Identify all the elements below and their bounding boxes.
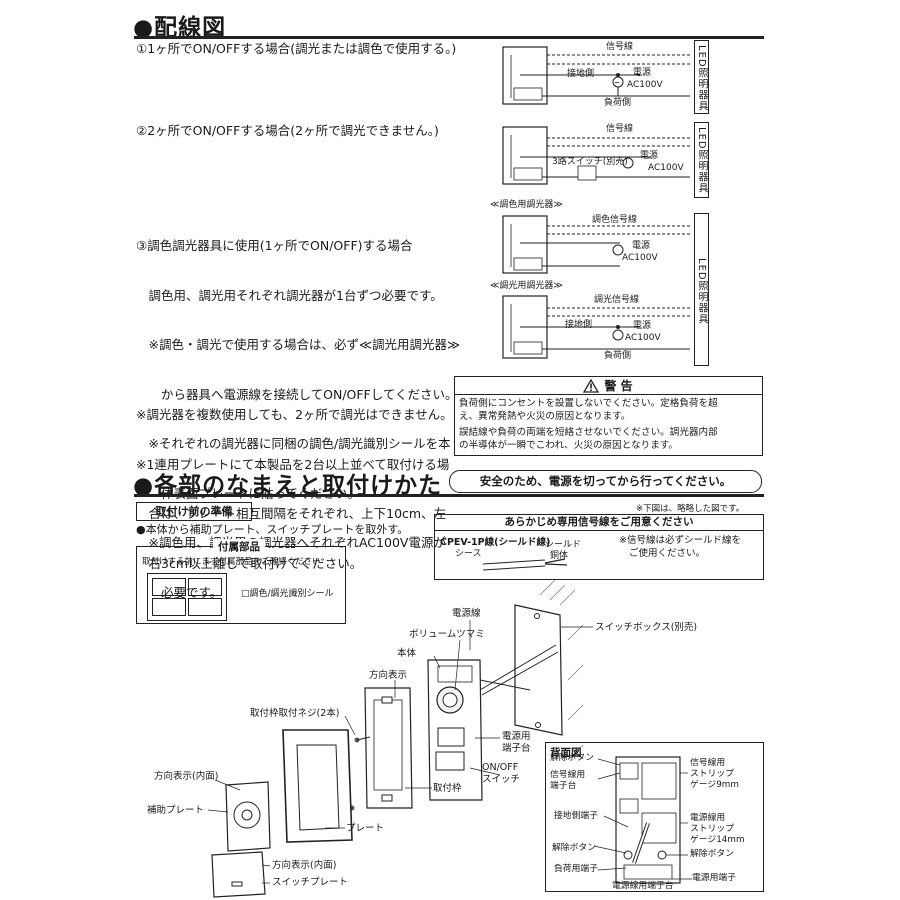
case1-text: ①1ヶ所でON/OFFする場合(調光または調色で使用する。) xyxy=(136,41,457,56)
assembly-illustration xyxy=(207,579,593,898)
switch-plate-label: スイッチプレート xyxy=(272,877,349,888)
plate-label: プレート xyxy=(346,823,385,834)
signal-cable-box: あらかじめ専用信号線をご用意ください CPEV-1P線(シールド線) シース シ… xyxy=(434,514,764,580)
release-button-label: 解除ボタン xyxy=(550,753,594,763)
rear-view-box: 背面図 解除ボタン 信号線用端子台 接地側端子 解除ボタン 負荷用端子 電源線用… xyxy=(545,742,764,892)
load-side-label: 負荷側 xyxy=(604,98,632,108)
accessories-box: 付属部品 取付けする前にまず付属部品をご確認ください □調色/調光識別シール xyxy=(136,539,346,624)
three-way-switch-label: 3路スイッチ(別売) xyxy=(552,157,628,167)
safety-note: 安全のため、電源を切ってから行ってください。 xyxy=(449,470,762,493)
dimming-signal-label: 調光信号線 xyxy=(594,295,640,305)
accessories-note: 取付けする前にまず付属部品をご確認ください xyxy=(142,557,321,567)
svg-text:~: ~ xyxy=(614,79,620,87)
led-fixture-label-3: LED照明器具 xyxy=(696,258,707,325)
ground-terminal-label: 接地側端子 xyxy=(554,811,598,821)
prep-title: 取付け前の準備 xyxy=(136,502,252,521)
simplified-note: ※下図は、略略した図です。 xyxy=(636,504,745,514)
ac100v-label-2: AC100V xyxy=(648,163,684,173)
label-sticker-sheet xyxy=(147,573,227,621)
led-fixture-label-2: LED照明器具 xyxy=(696,127,707,194)
power-strip-label: 電源線用ストリップゲージ14mm xyxy=(690,813,745,845)
power-label-3: 電源 xyxy=(632,241,651,251)
cable-note: ※信号線は必ずシールド線を ご使用ください。 xyxy=(619,535,741,559)
wiring-notes: ※調光器を複数使用しても、2ヶ所で調光はできません。 ※1連用プレートにて本製品… xyxy=(136,407,453,571)
aux-plate-label: 補助プレート xyxy=(147,805,205,816)
body-label: 本体 xyxy=(397,648,417,659)
power-terminal-rear-label: 電源用端子 xyxy=(692,873,736,883)
switch-box-label: スイッチボックス(別売) xyxy=(595,622,698,633)
cable-name: CPEV-1P線(シールド線) xyxy=(440,537,551,548)
ac100v-label-4: AC100V xyxy=(625,333,661,343)
power-label-4: 電源 xyxy=(633,321,652,331)
accessory-item: □調色/調光識別シール xyxy=(241,589,334,599)
warning-title: 警 告 xyxy=(604,379,633,393)
volume-knob-label: ボリュームツマミ xyxy=(409,629,485,640)
power-terminal-block-label: 電源線用端子台 xyxy=(612,881,674,891)
toning-signal-label: 調色信号線 xyxy=(592,215,638,225)
direction-label: 方向表示 xyxy=(369,670,408,681)
ac100v-label-3: AC100V xyxy=(622,253,658,263)
load-side-label-3: 負荷側 xyxy=(604,351,632,361)
accessories-title: 付属部品 xyxy=(213,539,265,554)
sheath-label: シース xyxy=(455,549,482,559)
signal-line-label-2: 信号線 xyxy=(606,124,634,134)
power-label: 電源 xyxy=(633,68,652,78)
signal-strip-label: 信号線用ストリップゲージ9mm xyxy=(690,758,739,790)
power-line-label: 電源線 xyxy=(452,608,481,619)
frame-screw-label: 取付枠取付ネジ(2本) xyxy=(250,708,340,719)
signal-terminal-label: 信号線用端子台 xyxy=(550,770,586,791)
divider xyxy=(134,36,764,39)
power-terminal-label: 電源用端子台 xyxy=(502,731,531,754)
case2-text: ②2ヶ所でON/OFFする場合(2ヶ所で調光できません。) xyxy=(136,123,439,138)
direction-inner-label-2: 方向表示(内面) xyxy=(272,860,337,871)
rear-title: 背面図 xyxy=(550,747,582,759)
cable-illustration xyxy=(482,558,568,571)
ground-side-label: 接地側 xyxy=(567,69,595,79)
copper-label: 銅体 xyxy=(550,551,569,561)
led-fixture-label: LED照明器具 xyxy=(696,45,707,112)
release-button-2-label: 解除ボタン xyxy=(552,843,596,853)
shield-label: シールド xyxy=(545,540,582,550)
ac100v-label: AC100V xyxy=(627,80,663,90)
load-terminal-label: 負荷用端子 xyxy=(554,864,598,874)
direction-inner-label: 方向表示(内面) xyxy=(154,771,219,782)
signal-line-label: 信号線 xyxy=(606,42,634,52)
warning-triangle-icon xyxy=(583,378,600,393)
warning-para-1: 負荷側にコンセントを設置しないでください。定格負荷を超 え、異常発熱や火災の原因… xyxy=(459,398,718,422)
release-button-3-label: 解除ボタン xyxy=(690,849,734,859)
dimming-dimmer-label: ≪調光用調光器≫ xyxy=(490,281,563,291)
rear-view-illustration xyxy=(593,756,692,884)
toning-dimmer-label: ≪調色用調光器≫ xyxy=(490,200,563,210)
signal-box-title: あらかじめ専用信号線をご用意ください xyxy=(435,515,763,531)
warning-box: 警 告 負荷側にコンセントを設置しないでください。定格負荷を超 え、異常発熱や火… xyxy=(454,376,763,456)
power-label-2: 電源 xyxy=(640,151,659,161)
divider-2 xyxy=(134,494,764,497)
mount-frame-label: 取付枠 xyxy=(433,783,462,794)
warning-para-2: 誤結線や負荷の両端を短絡させないでください。調光器内部 の半導体が一瞬でこわれ、… xyxy=(459,427,718,451)
ground-side-label-3: 接地側 xyxy=(565,320,593,330)
prep-text: ●本体から補助プレート、スイッチプレートを取外す。 xyxy=(136,523,409,536)
